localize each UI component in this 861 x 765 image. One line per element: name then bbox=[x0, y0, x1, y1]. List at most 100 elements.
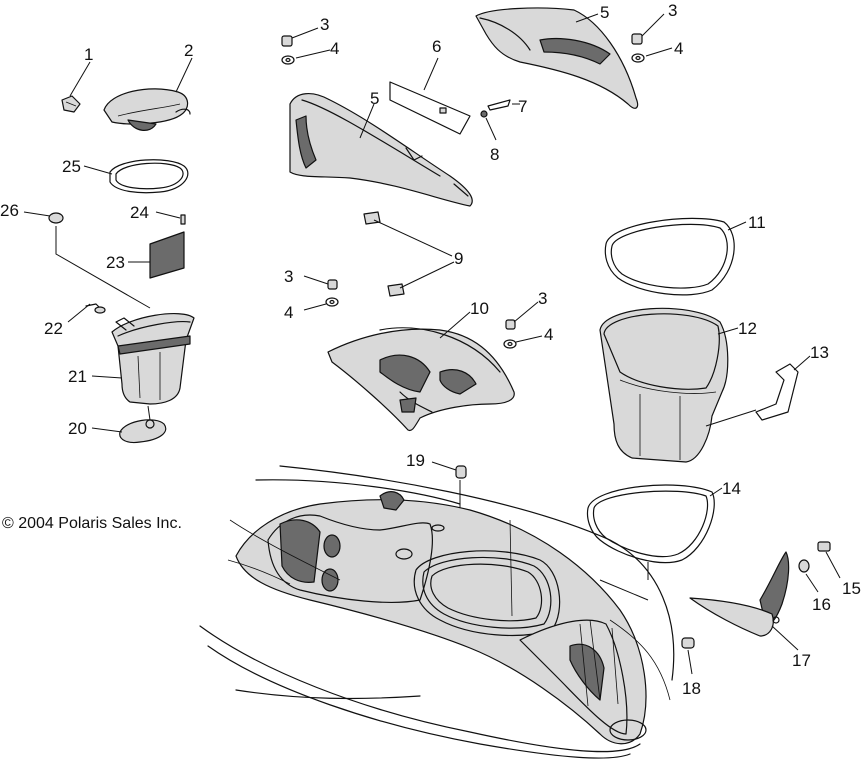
part-6-decal bbox=[389, 81, 471, 135]
part-13-bracket bbox=[755, 363, 799, 421]
callout-12: 12 bbox=[738, 319, 757, 338]
part-5-cover-right bbox=[475, 7, 639, 109]
callout-9: 9 bbox=[454, 249, 463, 268]
leader-22 bbox=[67, 303, 91, 323]
part-25-gasket bbox=[109, 159, 189, 194]
part-2-lid bbox=[103, 88, 191, 131]
part-4-washer-top-right bbox=[631, 53, 645, 63]
part-23-mesh bbox=[149, 231, 185, 279]
callout-1: 1 bbox=[84, 45, 93, 64]
leader-17 bbox=[771, 625, 799, 651]
callout-23: 23 bbox=[106, 253, 125, 272]
part-12-bucket bbox=[599, 307, 729, 463]
leader-15 bbox=[825, 551, 841, 579]
part-20-plate bbox=[119, 405, 167, 444]
part-8-rivet bbox=[480, 110, 488, 118]
part-26-plug bbox=[48, 212, 64, 224]
leader-13 bbox=[793, 355, 811, 371]
leader-1 bbox=[69, 61, 91, 97]
leader-4c bbox=[303, 303, 327, 311]
callout-3a: 3 bbox=[320, 15, 329, 34]
part-14-gasket bbox=[586, 484, 715, 564]
callout-5b: 5 bbox=[600, 3, 609, 22]
leader-10 bbox=[439, 311, 471, 339]
part-16-washer bbox=[798, 559, 810, 573]
leader-9a bbox=[373, 219, 453, 257]
leader-19 bbox=[431, 461, 457, 471]
part-4-washer-mid-right bbox=[503, 339, 517, 349]
part-24-pin bbox=[180, 214, 186, 225]
part-11-gasket bbox=[604, 217, 735, 296]
callout-24: 24 bbox=[130, 203, 149, 222]
part-18-plug bbox=[681, 637, 695, 649]
callout-17: 17 bbox=[792, 651, 811, 670]
part-3-screw-top-left bbox=[281, 35, 293, 47]
callout-14: 14 bbox=[722, 479, 741, 498]
leader-16 bbox=[805, 573, 819, 593]
callout-3c: 3 bbox=[284, 267, 293, 286]
leader-6 bbox=[423, 57, 439, 91]
callout-16: 16 bbox=[812, 595, 831, 614]
leader-3d bbox=[513, 301, 539, 323]
callout-21: 21 bbox=[68, 367, 87, 386]
callout-15: 15 bbox=[842, 579, 861, 598]
part-5-cover-left bbox=[289, 93, 473, 207]
callout-18: 18 bbox=[682, 679, 701, 698]
leader-2 bbox=[175, 57, 193, 93]
part-17-trim bbox=[689, 551, 790, 637]
callout-4d: 4 bbox=[544, 325, 553, 344]
callout-3d: 3 bbox=[538, 289, 547, 308]
copyright-text: © 2004 Polaris Sales Inc. bbox=[2, 515, 182, 532]
leader-25 bbox=[83, 165, 113, 175]
callout-10: 10 bbox=[470, 299, 489, 318]
part-19-plug bbox=[455, 465, 467, 479]
leader-5b bbox=[575, 13, 599, 23]
part-7-pin bbox=[487, 99, 511, 111]
leader-24 bbox=[155, 211, 181, 219]
leader-8 bbox=[485, 117, 497, 141]
leader-4d bbox=[515, 335, 543, 343]
callout-8: 8 bbox=[490, 145, 499, 164]
leader-12 bbox=[717, 327, 739, 335]
part-15-screw bbox=[817, 541, 831, 552]
leader-13b bbox=[705, 409, 757, 427]
leader-3b bbox=[641, 13, 665, 37]
leader-11 bbox=[727, 221, 747, 231]
part-3-screw-mid-right bbox=[505, 319, 516, 330]
leader-21 bbox=[91, 375, 123, 379]
leader-20 bbox=[91, 427, 123, 433]
leader-14 bbox=[709, 487, 723, 497]
callout-7: 7 bbox=[518, 97, 527, 116]
part-21-bin bbox=[111, 312, 195, 405]
callout-4c: 4 bbox=[284, 303, 293, 322]
callout-26: 26 bbox=[0, 201, 19, 220]
callout-25: 25 bbox=[62, 157, 81, 176]
part-1-clip bbox=[61, 95, 81, 113]
callout-6: 6 bbox=[432, 37, 441, 56]
callout-3b: 3 bbox=[668, 1, 677, 20]
callout-4a: 4 bbox=[330, 39, 339, 58]
part-4-washer-top-left bbox=[281, 55, 295, 65]
callout-4b: 4 bbox=[674, 39, 683, 58]
callout-22: 22 bbox=[44, 319, 63, 338]
callout-2: 2 bbox=[184, 41, 193, 60]
part-3-screw-mid-left bbox=[327, 279, 338, 290]
leader-26 bbox=[23, 211, 51, 217]
part-10-console bbox=[327, 327, 515, 432]
callout-20: 20 bbox=[68, 419, 87, 438]
leader-26b bbox=[55, 226, 151, 309]
leader-18 bbox=[687, 649, 693, 675]
leader-3c bbox=[303, 275, 329, 285]
callout-5a: 5 bbox=[370, 89, 379, 108]
leader-5a bbox=[359, 103, 375, 139]
leader-3a bbox=[291, 27, 319, 39]
callout-19: 19 bbox=[406, 451, 425, 470]
hull-deck bbox=[199, 465, 675, 759]
leader-4a bbox=[295, 49, 331, 59]
leader-4b bbox=[645, 47, 673, 57]
callout-13: 13 bbox=[810, 343, 829, 362]
part-4-washer-mid-left bbox=[325, 297, 339, 307]
part-22-screw bbox=[85, 303, 106, 314]
callout-11: 11 bbox=[748, 213, 766, 232]
